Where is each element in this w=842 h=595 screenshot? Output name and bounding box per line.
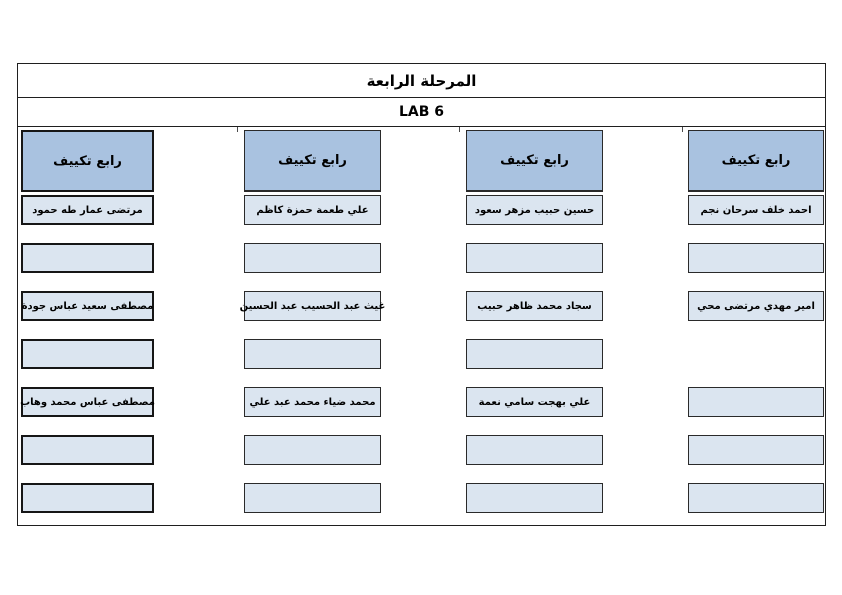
empty-cell	[688, 387, 824, 417]
column-boundary-tick	[237, 127, 238, 132]
empty-cell	[21, 483, 154, 513]
student-name-cell: سجاد محمد ظاهر حبيب	[466, 291, 603, 321]
empty-cell	[244, 483, 381, 513]
empty-cell	[21, 339, 154, 369]
empty-cell	[466, 243, 603, 273]
column-header: رابع تكييف	[466, 130, 603, 192]
student-name-cell: احمد خلف سرحان نجم	[688, 195, 824, 225]
student-name-cell: امير مهدي مرتضى محي	[688, 291, 824, 321]
empty-cell	[244, 435, 381, 465]
empty-cell	[688, 483, 824, 513]
student-name-cell: مرتضى عمار طه حمود	[21, 195, 154, 225]
student-name-cell: علي بهجت سامي نعمة	[466, 387, 603, 417]
student-name-cell: مصطفى عباس محمد وهاب	[20, 387, 155, 417]
student-name-cell: حسين حبيب مزهر سعود	[466, 195, 603, 225]
empty-cell	[688, 243, 824, 273]
column-header: رابع تكييف	[244, 130, 381, 192]
page-title: المرحلة الرابعة	[18, 64, 825, 98]
empty-cell	[244, 243, 381, 273]
student-name-cell: محمد ضياء محمد عبد علي	[244, 387, 381, 417]
column-boundary-tick	[682, 127, 683, 132]
empty-cell	[244, 339, 381, 369]
column-boundary-tick	[459, 127, 460, 132]
student-name-cell: علي طعمة حمزة كاظم	[244, 195, 381, 225]
column-header: رابع تكييف	[21, 130, 154, 192]
empty-cell	[688, 435, 824, 465]
empty-cell	[21, 435, 154, 465]
lab-label: LAB 6	[18, 98, 825, 127]
column-header: رابع تكييف	[688, 130, 824, 192]
empty-cell	[466, 339, 603, 369]
empty-cell	[466, 435, 603, 465]
student-name-cell: غيث عبد الحسيب عبد الحسين	[240, 291, 385, 321]
empty-cell	[466, 483, 603, 513]
student-name-cell: مصطفى سعيد عباس جودة	[21, 291, 154, 321]
empty-cell	[21, 243, 154, 273]
